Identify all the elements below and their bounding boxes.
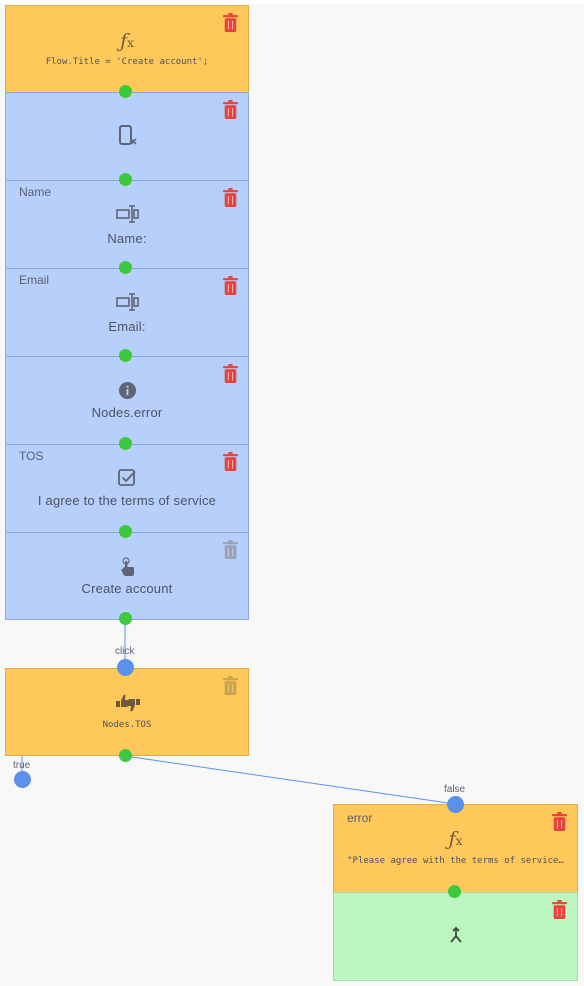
email-input-node[interactable]: Email Email: — [5, 268, 249, 357]
output-port[interactable] — [448, 885, 461, 898]
node-text: "Please agree with the terms of service… — [347, 856, 564, 866]
edge-label-click: click — [115, 646, 135, 657]
output-port[interactable] — [119, 612, 132, 625]
node-text: Name: — [107, 231, 147, 246]
tos-checkbox-node[interactable]: TOS I agree to the terms of service — [5, 444, 249, 533]
merge-icon — [450, 926, 462, 943]
fx-icon: ƒx — [120, 30, 134, 52]
function-node[interactable]: ƒx Flow.Title = 'Create account'; — [5, 5, 249, 93]
info-text-node[interactable]: Nodes.error — [5, 356, 249, 445]
node-text: Flow.Title = 'Create account'; — [45, 57, 209, 67]
node-label: error — [347, 811, 373, 825]
tap-icon — [121, 557, 134, 576]
node-text: Email: — [108, 319, 146, 334]
name-input-node[interactable]: Name Name: — [5, 180, 249, 269]
node-text: Nodes.TOS — [102, 720, 152, 730]
trash-icon — [223, 540, 238, 559]
fx-icon: ƒx — [448, 828, 463, 850]
node-text: Create account — [81, 581, 173, 596]
node-text: I agree to the terms of service — [37, 493, 217, 508]
output-port[interactable] — [119, 437, 132, 450]
button-node[interactable]: Create account — [5, 532, 249, 620]
phone-close-icon — [119, 125, 137, 145]
top-bar — [0, 0, 584, 4]
trash-icon[interactable] — [551, 900, 568, 919]
edge-label-true: true — [13, 760, 31, 771]
close-screen-node[interactable] — [5, 92, 249, 181]
checkbox-icon — [118, 469, 136, 486]
thumbs-icon — [116, 694, 140, 712]
node-label: TOS — [19, 449, 44, 463]
output-port[interactable] — [119, 85, 132, 98]
node-text: Nodes.error — [91, 405, 163, 420]
info-icon — [118, 381, 137, 400]
error-function-node[interactable]: error ƒx "Please agree with the terms of… — [333, 804, 578, 893]
input-field-icon — [116, 293, 139, 311]
output-port[interactable] — [119, 261, 132, 274]
branch-port-true[interactable] — [14, 771, 31, 788]
trash-icon[interactable] — [551, 812, 568, 831]
trash-icon — [223, 676, 238, 695]
input-port[interactable] — [447, 796, 464, 813]
trash-icon[interactable] — [222, 364, 239, 383]
output-port[interactable] — [119, 349, 132, 362]
edge-label-false: false — [444, 784, 466, 795]
edge-false[interactable] — [124, 755, 456, 805]
trash-icon[interactable] — [222, 100, 239, 119]
output-port[interactable] — [119, 525, 132, 538]
node-label: Email — [19, 273, 50, 287]
node-label: Name — [19, 185, 52, 199]
trash-icon[interactable] — [222, 188, 239, 207]
condition-node[interactable]: Nodes.TOS — [5, 668, 249, 756]
merge-node[interactable] — [333, 892, 578, 981]
input-port[interactable] — [117, 659, 134, 676]
trash-icon[interactable] — [222, 452, 239, 471]
input-field-icon — [116, 205, 139, 223]
output-port[interactable] — [119, 173, 132, 186]
trash-icon[interactable] — [222, 276, 239, 295]
trash-icon[interactable] — [222, 13, 239, 32]
output-port[interactable] — [119, 749, 132, 762]
